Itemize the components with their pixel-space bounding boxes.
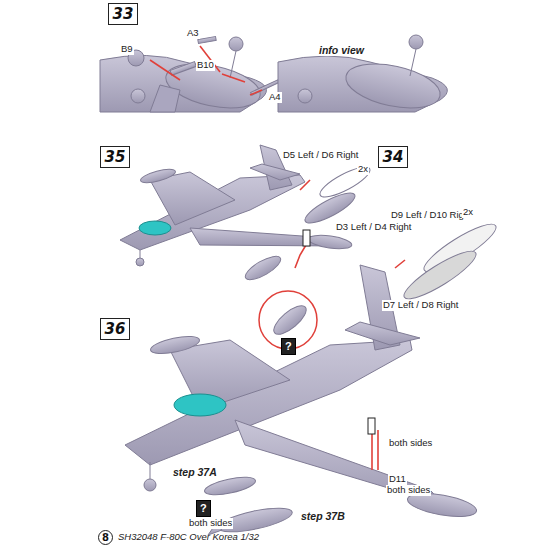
option-mark: ? <box>281 338 296 355</box>
part-label: D7 Left / D8 Right <box>382 300 460 311</box>
part-label: A4 <box>268 92 282 103</box>
part-label: step 37A <box>172 466 218 478</box>
step-label: 8 <box>102 532 109 543</box>
step-label: 34 <box>383 148 404 166</box>
part-label: 2x <box>462 207 474 218</box>
part-label: D11 <box>388 474 407 485</box>
part-label: D5 Left / D6 Right <box>282 150 360 161</box>
step-number: 34 <box>378 146 408 168</box>
part-label: SH32048 F-80C Over Korea 1/32 <box>117 532 260 543</box>
part-label: B10 <box>196 60 215 71</box>
nose-detail-view <box>278 35 447 116</box>
part-label: D3 Left / D4 Right <box>335 222 413 233</box>
aircraft-36 <box>125 265 478 521</box>
part-label: both sides <box>386 485 431 496</box>
step-number: 35 <box>100 146 130 168</box>
part-label: B9 <box>120 44 134 55</box>
part-label: both sides <box>388 438 433 449</box>
step-label: 36 <box>105 320 126 338</box>
part-label: D9 Left / D10 Right <box>390 210 473 221</box>
step-label: 35 <box>105 148 126 166</box>
step-label: 33 <box>113 5 134 23</box>
part-label: step 37B <box>300 510 346 522</box>
step-number: 36 <box>100 318 130 340</box>
page-number: 8 <box>98 530 113 545</box>
part-label: info view <box>318 44 365 56</box>
part-label: 2x <box>357 164 369 175</box>
option-mark: ? <box>196 500 211 517</box>
step-number: 33 <box>108 3 138 25</box>
tank-35 <box>242 230 317 349</box>
part-label: both sides <box>188 518 233 529</box>
nose-detail <box>100 36 279 115</box>
tip-tanks <box>302 162 501 306</box>
part-label: A3 <box>186 28 200 39</box>
